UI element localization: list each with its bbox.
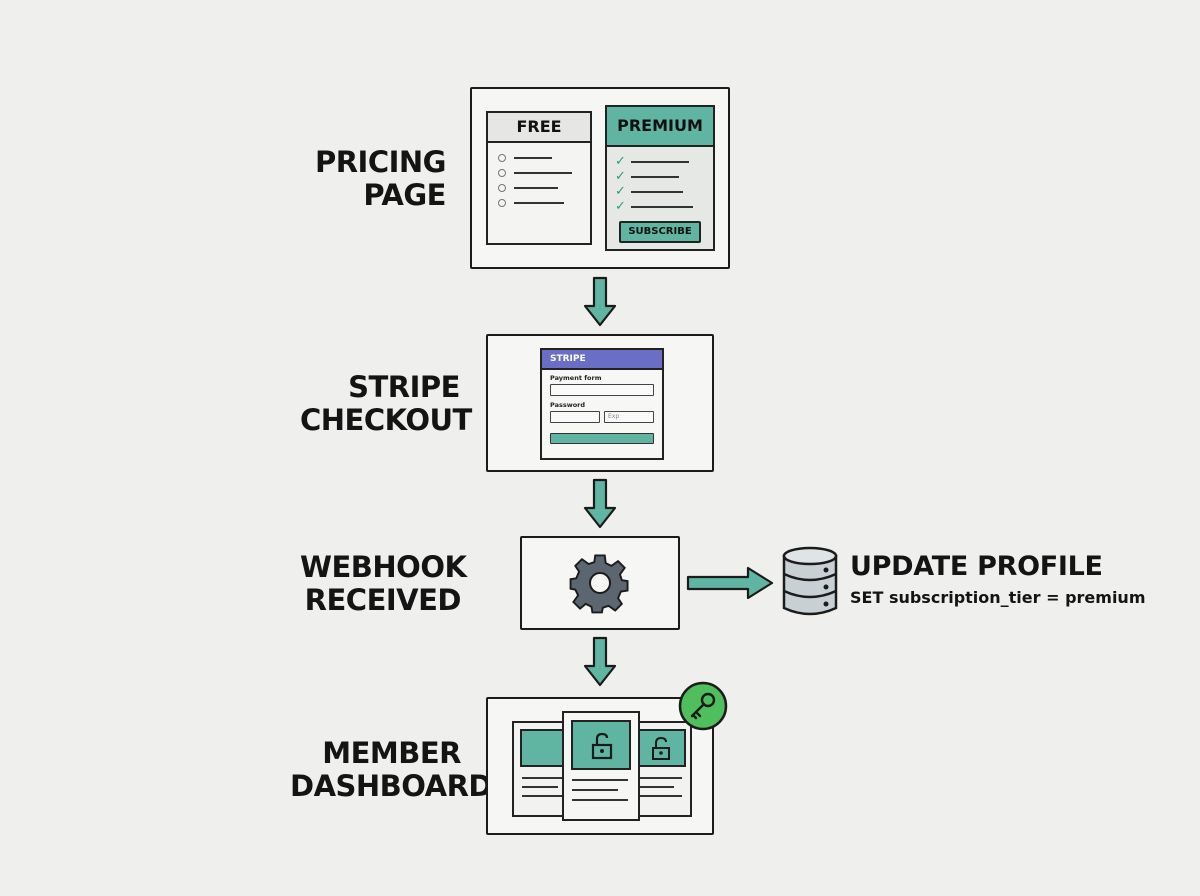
list-item <box>498 153 552 163</box>
gear-icon <box>569 554 629 614</box>
update-profile-query: SET subscription_tier = premium <box>850 588 1146 607</box>
list-item: ✓ <box>615 199 693 214</box>
unlocked-lock-icon <box>591 732 613 760</box>
list-item: ✓ <box>615 154 689 169</box>
content-card[interactable] <box>562 711 640 821</box>
check-icon: ✓ <box>615 154 626 169</box>
unlocked-lock-icon <box>652 737 670 760</box>
stripe-checkout-panel: STRIPE Payment form Password Exp <box>486 334 714 472</box>
card-thumbnail <box>520 729 570 767</box>
payment-form-label: Payment form <box>550 374 602 382</box>
list-item: ✓ <box>615 169 679 184</box>
password-label: Password <box>550 401 586 409</box>
card-number-input[interactable] <box>550 384 654 396</box>
webhook-received-label: WEBHOOK RECEIVED <box>300 550 467 617</box>
down-arrow-icon <box>583 478 617 529</box>
card-thumbnail <box>571 720 631 770</box>
down-arrow-icon <box>583 276 617 327</box>
content-card[interactable] <box>512 721 576 817</box>
database-icon <box>782 546 838 616</box>
check-icon: ✓ <box>615 184 626 199</box>
premium-plan-title: PREMIUM <box>607 107 713 147</box>
list-item <box>498 168 572 178</box>
free-plan-card[interactable]: FREE <box>486 111 592 245</box>
card-thumbnail <box>636 729 686 767</box>
pay-button[interactable] <box>550 433 654 444</box>
premium-plan-card[interactable]: PREMIUM ✓ ✓ ✓ ✓ SUBSCRIBE <box>605 105 715 251</box>
webhook-panel <box>520 536 680 630</box>
free-plan-title: FREE <box>488 113 590 143</box>
pricing-page-panel: FREE PREMIUM ✓ ✓ ✓ ✓ SUBSCRIBE <box>470 87 730 269</box>
list-item <box>498 198 564 208</box>
expiry-input[interactable]: Exp <box>604 411 654 423</box>
password-input[interactable] <box>550 411 600 423</box>
list-item <box>498 183 558 193</box>
member-dashboard-panel <box>486 697 714 835</box>
key-icon <box>678 681 728 731</box>
down-arrow-icon <box>583 636 617 687</box>
update-profile-title: UPDATE PROFILE <box>850 551 1103 582</box>
subscribe-button[interactable]: SUBSCRIBE <box>619 221 701 243</box>
payment-form: STRIPE Payment form Password Exp <box>540 348 664 460</box>
stripe-checkout-label: STRIPE CHECKOUT <box>300 370 472 437</box>
list-item: ✓ <box>615 184 683 199</box>
right-arrow-icon <box>686 566 774 600</box>
check-icon: ✓ <box>615 169 626 184</box>
pricing-page-label: PRICING PAGE <box>314 145 447 212</box>
check-icon: ✓ <box>615 199 626 214</box>
stripe-header: STRIPE <box>542 350 662 370</box>
member-dashboard-label: MEMBER DASHBOARD <box>290 736 493 803</box>
